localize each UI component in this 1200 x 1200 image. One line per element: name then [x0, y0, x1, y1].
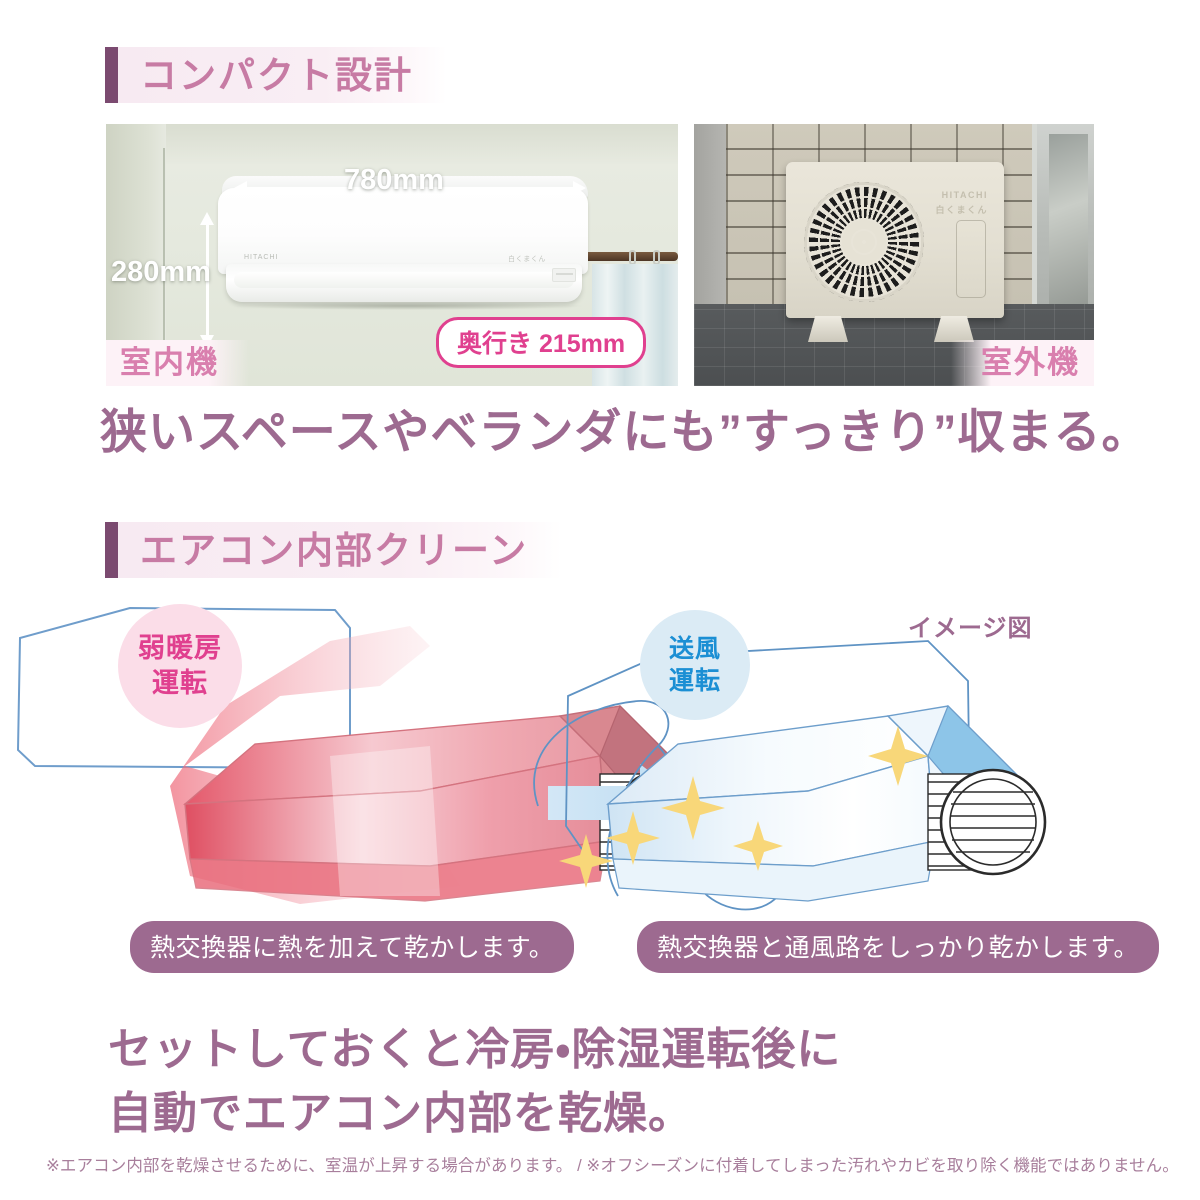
heading-body: コンパクト設計: [118, 47, 447, 103]
statement-clean: セットしておくと冷房・除湿運転後に 自動でエアコン内部を乾燥。: [108, 1018, 841, 1146]
section-heading-compact: コンパクト設計: [105, 47, 447, 103]
caption-pill-right-label: 熱交換器と通風路をしっかり乾かします。: [657, 934, 1140, 962]
heading-label-clean: エアコン内部クリーン: [140, 529, 529, 571]
indoor-unit-tag: 室内機: [106, 340, 249, 386]
indoor-ac-unit: HITACHI 白くまくん: [218, 176, 588, 310]
ac-unit-louver: [234, 272, 574, 288]
photo-row: HITACHI 白くまくん 780mm 280mm 室内機: [0, 124, 1200, 386]
ac-unit-face: [218, 188, 588, 274]
room-ceiling: [106, 124, 678, 164]
arrow-head-right-icon: [573, 181, 586, 195]
badge-fan-line2: 運転: [668, 667, 721, 695]
arrow-head-up-icon: [200, 212, 214, 225]
curtain-ring: [653, 250, 660, 265]
ac-brand-logo-right: 白くまくん: [508, 256, 546, 263]
width-dimension-arrow: [234, 181, 586, 195]
section-heading-clean: エアコン内部クリーン: [105, 522, 563, 578]
footnote-text: ※エアコン内部を乾燥させるために、室温が上昇する場合があります。 / ※オフシー…: [46, 1157, 1179, 1175]
outdoor-fan-grille: [804, 182, 924, 302]
caption-pill-left-label: 熱交換器に熱を加えて乾かします。: [150, 934, 555, 962]
outdoor-brand-line1: HITACHI: [941, 190, 988, 200]
outdoor-brand-line2: 白くまくん: [935, 205, 988, 216]
outdoor-unit-tag: 室外機: [951, 340, 1094, 386]
depth-badge: 奥行き 215mm: [436, 317, 647, 368]
outdoor-unit-tag-label: 室外機: [981, 345, 1080, 381]
ac-unit-shadow: [234, 302, 582, 310]
outdoor-brand-logo: HITACHI 白くまくん: [935, 188, 988, 219]
image-note-label: イメージ図: [908, 615, 1033, 642]
width-dimension-label: 780mm: [344, 164, 444, 196]
outdoor-side-panel: [956, 220, 986, 298]
fan-dry-unit-illustration: [533, 640, 1047, 911]
dimension-line: [244, 187, 576, 190]
depth-badge-label: 奥行き 215mm: [457, 330, 626, 358]
fan-drum-icon: [927, 768, 1047, 876]
heading-label-compact: コンパクト設計: [140, 54, 413, 96]
caption-pill-right: 熱交換器と通風路をしっかり乾かします。: [637, 921, 1160, 973]
statement-compact: 狭いスペースやベランダにも”すっきり”収まる。: [100, 405, 1150, 458]
outdoor-unit-photo: HITACHI 白くまくん 室外機: [694, 124, 1094, 386]
outdoor-unit-foot: [934, 316, 974, 342]
curtain-ring: [629, 250, 636, 265]
outdoor-unit-foot: [808, 316, 848, 342]
badge-weak-heating-line1: 弱暖房: [138, 633, 222, 664]
sparkle-icon: [559, 726, 928, 888]
dimension-line: [206, 222, 209, 338]
indoor-unit-tag-label: 室内機: [120, 345, 219, 381]
badge-weak-heating: 弱暖房 運転: [118, 604, 242, 728]
arrow-head-left-icon: [234, 181, 247, 195]
room-corner-edge: [163, 148, 165, 386]
heading-accent-bar: [105, 522, 118, 578]
badge-weak-heating-line2: 運転: [152, 668, 208, 698]
statement-clean-line1: セットしておくと冷房・除湿運転後に: [108, 1025, 842, 1074]
balcony-door: [1032, 124, 1094, 332]
internal-clean-diagram: 弱暖房 運転 送風 運転 イメージ図 熱交換器に熱を加えて乾かします。 熱交換器…: [0, 596, 1200, 973]
indoor-unit-photo: HITACHI 白くまくん 780mm 280mm 室内機: [106, 124, 678, 386]
diagram-illustration: [16, 606, 1047, 911]
caption-pill-left: 熱交換器に熱を加えて乾かします。: [130, 921, 575, 973]
ac-control-panel: [552, 268, 576, 282]
ac-brand-logo-left: HITACHI: [244, 254, 279, 261]
badge-fan-line1: 送風: [668, 634, 721, 663]
outdoor-ac-unit: HITACHI 白くまくん: [786, 162, 1004, 342]
heading-body: エアコン内部クリーン: [118, 522, 563, 578]
statement-clean-line2: 自動でエアコン内部を乾燥。: [108, 1088, 693, 1138]
heading-accent-bar: [105, 47, 118, 103]
badge-fan-operation: 送風 運転: [640, 610, 750, 720]
height-dimension-label: 280mm: [111, 256, 211, 288]
balcony-door-glass: [1049, 134, 1088, 318]
